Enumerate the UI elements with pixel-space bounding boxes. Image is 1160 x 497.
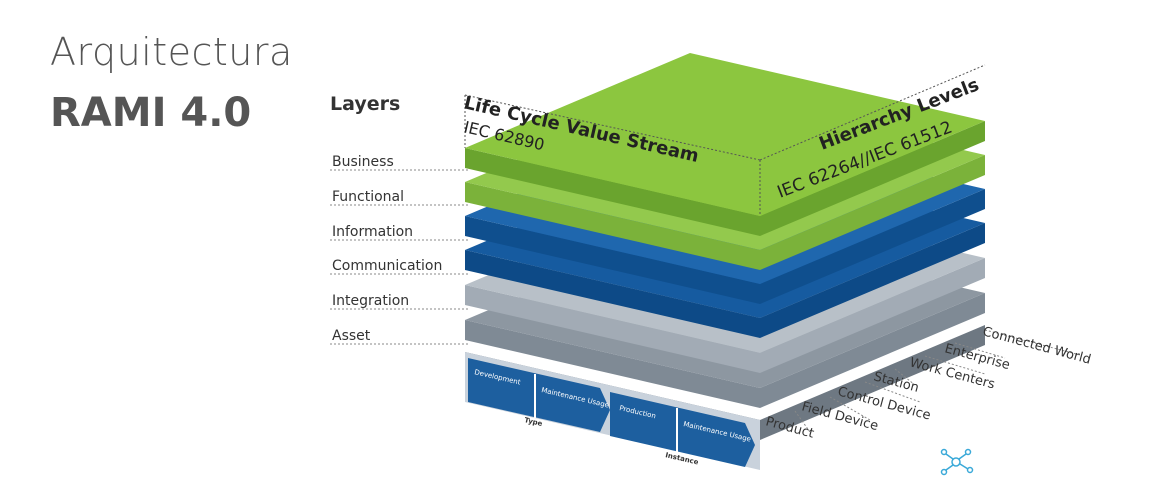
layers-heading: Layers (330, 93, 400, 115)
layer-leader-lines (330, 169, 470, 345)
layer-label-integration: Integration (332, 293, 409, 309)
layer-label-information: Information (332, 224, 413, 240)
layer-slab-business (465, 53, 985, 236)
network-icon (940, 448, 974, 476)
cube-outline (464, 64, 986, 216)
life-cycle-band (465, 352, 760, 470)
layer-label-functional: Functional (332, 189, 404, 205)
page-title-line2: RAMI 4.0 (50, 90, 252, 136)
layer-label-asset: Asset (332, 328, 371, 344)
page-title-line1: Arquitectura (50, 30, 293, 74)
type-label: Type (524, 416, 544, 428)
layer-label-communication: Communication (332, 258, 442, 274)
layer-label-business: Business (332, 154, 394, 170)
hierarchy-leader-lines (794, 329, 1081, 433)
